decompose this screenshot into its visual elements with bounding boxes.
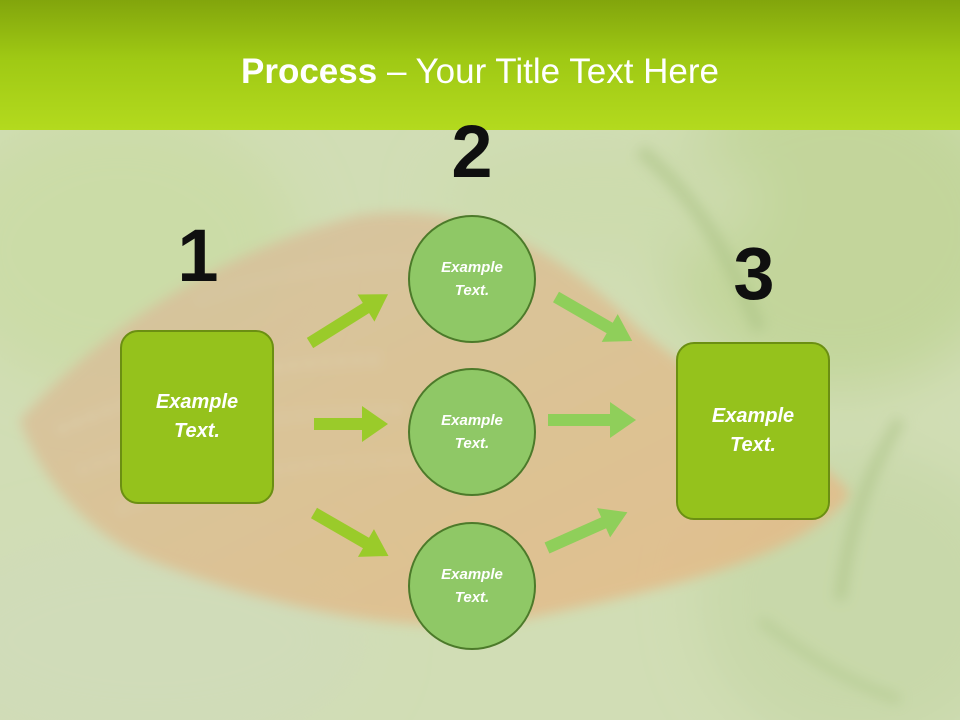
arrow-left-to-bottom — [311, 507, 389, 557]
title-bold: Process — [241, 52, 378, 91]
circle-bottom-label: Example Text. — [441, 566, 503, 606]
arrow-top-to-right — [553, 291, 633, 342]
left-box-label: Example Text. — [155, 391, 239, 442]
right-box: Example Text. — [676, 342, 830, 520]
step-number-3: 3 — [733, 232, 775, 315]
arrow-left-to-middle — [314, 406, 388, 442]
arrow-left-to-top — [306, 294, 389, 349]
circle-top: Example Text. — [408, 215, 536, 343]
step-number-1: 1 — [177, 214, 219, 297]
right-box-label: Example Text. — [711, 405, 795, 456]
circle-middle-label: Example Text. — [441, 412, 503, 452]
circle-middle: Example Text. — [408, 368, 536, 496]
arrow-bottom-to-right — [544, 508, 628, 554]
circle-bottom: Example Text. — [408, 522, 536, 650]
slide-title: Process – Your Title Text Here — [0, 52, 960, 92]
arrow-middle-to-right — [548, 402, 636, 438]
left-box: Example Text. — [120, 330, 274, 504]
title-band — [0, 0, 960, 130]
step-number-2: 2 — [451, 110, 493, 193]
title-rest: – Your Title Text Here — [377, 52, 719, 91]
circle-top-label: Example Text. — [441, 259, 503, 299]
